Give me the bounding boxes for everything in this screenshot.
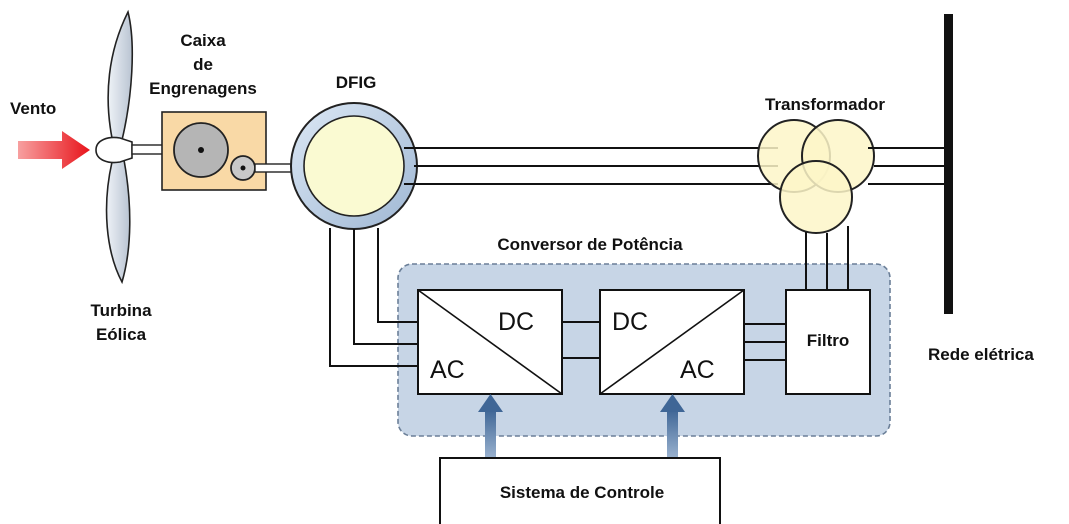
- inverter-filter-lines: [744, 323, 786, 361]
- dc-link-lines: [562, 321, 600, 359]
- turbine-label-line2: Eólica: [96, 325, 147, 344]
- rectifier-ac-label: AC: [430, 356, 465, 384]
- dfig-label: DFIG: [336, 73, 377, 92]
- inverter-dc-label: DC: [612, 308, 648, 336]
- turbine-rotor-icon: [95, 9, 134, 285]
- gearbox-label-line2: de: [193, 55, 213, 74]
- filter-block: [785, 289, 871, 395]
- filter-transformer-lines: [805, 226, 849, 290]
- control-system-block: [439, 457, 721, 524]
- grid-bus-bar: [944, 14, 953, 314]
- rectifier-block: [417, 289, 563, 395]
- filter-label: Filtro: [807, 331, 850, 350]
- control-arrow-rectifier-icon: [478, 394, 503, 458]
- stator-lines: [404, 147, 778, 185]
- rotor-lines: [329, 228, 418, 367]
- dfig-generator-icon: [290, 102, 418, 230]
- gearbox-label-line3: Engrenagens: [149, 79, 257, 98]
- rectifier-dc-label: DC: [498, 308, 534, 336]
- wind-arrow-icon: [18, 131, 90, 169]
- control-arrow-inverter-icon: [660, 394, 685, 458]
- inverter-ac-label: AC: [680, 356, 715, 384]
- turbine-label-line1: Turbina: [90, 301, 152, 320]
- converter-group-label: Conversor de Potência: [497, 235, 683, 254]
- inverter-block: [599, 289, 745, 395]
- control-system-label: Sistema de Controle: [500, 483, 664, 502]
- gearbox-label-line1: Caixa: [180, 31, 226, 50]
- wind-label: Vento: [10, 99, 56, 118]
- transformer-label: Transformador: [765, 95, 885, 114]
- transformer-grid-lines: [868, 147, 948, 185]
- transformer-icon: [757, 119, 875, 234]
- gearbox-icon: [161, 111, 267, 191]
- grid-label: Rede elétrica: [928, 345, 1034, 364]
